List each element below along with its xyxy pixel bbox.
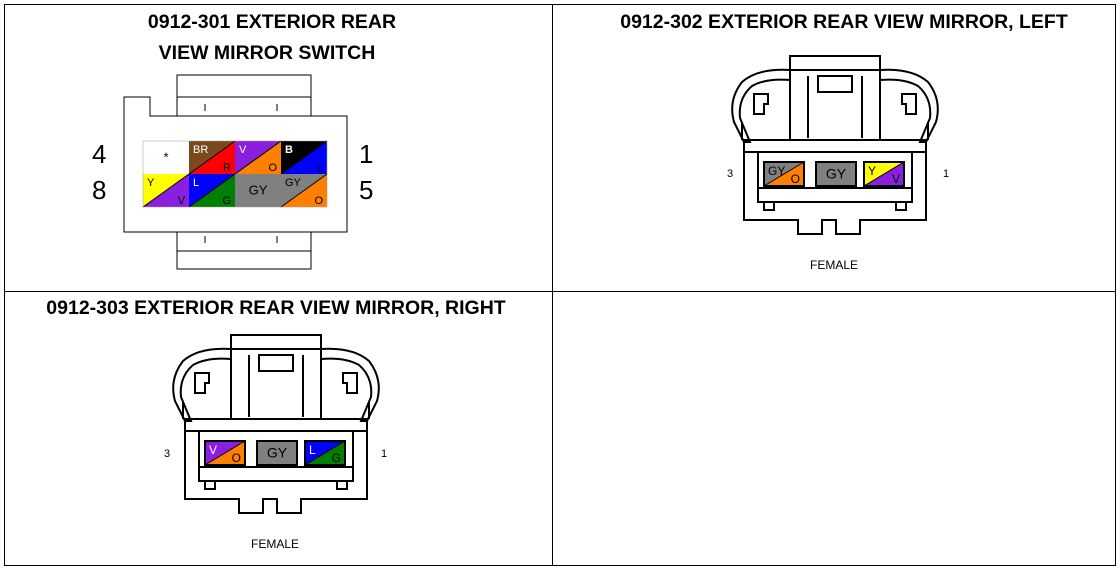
right-mirror-pin-1: LG: [304, 440, 346, 466]
switch-pin-6: GY: [235, 174, 281, 207]
grid-border-right: [1115, 4, 1116, 566]
switch-pin-4-label: *: [163, 150, 168, 165]
switch-pin-5: GY O: [280, 173, 328, 208]
right-mirror-latch-rails: [248, 355, 304, 417]
right-mirror-pin-2: GY: [256, 440, 298, 466]
right-mirror-shroud-top: [184, 418, 368, 432]
right-mirror-pin-1-bottom-label: G: [332, 451, 341, 465]
right-mirror-left-clip-outer: [172, 347, 232, 422]
left-mirror-shroud-body: [743, 152, 927, 235]
right-mirror-pin-right-label: 1: [381, 448, 388, 460]
left-mirror-pin-3: GY O: [763, 161, 805, 187]
right-mirror-left-clip-tab: [194, 372, 210, 394]
grid-border-left: [4, 4, 5, 566]
switch-pin-label-bottom-left: 8: [92, 175, 107, 205]
left-mirror-pin-3-bottom-label: O: [791, 172, 800, 186]
left-mirror-latch-rails: [807, 76, 863, 138]
switch-pin-1-bottom-label: L: [317, 162, 323, 174]
switch-pin-label-bottom-right: 5: [359, 175, 374, 205]
switch-pin-7-top-label: L: [193, 177, 199, 189]
switch-pin-3-bottom-label: R: [223, 162, 231, 174]
left-mirror-pin-2-fill: [816, 162, 856, 186]
left-mirror-pin-2-label: GY: [826, 166, 847, 182]
right-mirror-pin-cavity: [198, 431, 354, 482]
switch-pin-7-bottom-label: G: [222, 195, 231, 207]
switch-pin-6-label: GY: [249, 183, 268, 198]
switch-pin-label-top-right: 1: [359, 139, 374, 169]
switch-pin-8-top-label: Y: [147, 177, 155, 189]
left-mirror-pin-right-label: 1: [943, 168, 950, 180]
switch-pin-3: BR R: [188, 140, 236, 175]
left-mirror-shroud-top: [743, 139, 927, 153]
right-mirror-pin-3: VO: [204, 440, 246, 466]
right-mirror-right-clip-tab: [342, 372, 358, 394]
switch-pin-8-bottom-label: V: [178, 195, 186, 207]
switch-pin-2-bottom-label: O: [268, 162, 277, 174]
left-mirror-pin-1-bottom-label: V: [892, 172, 900, 186]
left-mirror-pin-1: YV: [863, 161, 905, 187]
switch-pin-1-top-label: B: [285, 144, 293, 156]
left-mirror-right-clip-tab: [901, 93, 917, 115]
grid-divider-vertical: [552, 4, 553, 566]
left-mirror-latch-window: [817, 75, 853, 93]
left-mirror-pin-left-label: 3: [727, 168, 734, 180]
right-mirror-pin-3-bottom-label: O: [232, 451, 241, 465]
switch-pin-5-top-label: GY: [285, 177, 302, 189]
grid-divider-horizontal: [4, 291, 1116, 292]
right-mirror-pin-1-top-label: L: [309, 443, 316, 457]
right-mirror-shroud-body: [184, 431, 368, 514]
left-mirror-left-clip-tab: [753, 93, 769, 115]
right-mirror-title: 0912-303 EXTERIOR REAR VIEW MIRROR, RIGH…: [46, 297, 506, 319]
right-mirror-side-posts: [182, 401, 370, 419]
switch-pin-1: BL: [280, 140, 328, 175]
right-mirror-guides: [204, 481, 348, 490]
left-mirror-guides: [763, 202, 907, 211]
left-mirror-side-posts: [741, 122, 929, 140]
left-mirror-pin-2: GY: [815, 161, 857, 187]
right-mirror-pin-3-top-label: V: [209, 443, 217, 457]
switch-pin-3-top-label: BR: [193, 144, 208, 156]
switch-pin-4-fill: [143, 141, 189, 174]
switch-pin-8: YV: [142, 173, 190, 208]
switch-pin-6-fill: [235, 174, 281, 207]
right-mirror-right-clip-outer: [320, 347, 380, 422]
right-mirror-pin-2-label: GY: [267, 445, 288, 461]
switch-pin-7: LG: [188, 173, 236, 208]
left-mirror-pin-1-top-label: Y: [868, 164, 876, 178]
left-mirror-title: 0912-302 EXTERIOR REAR VIEW MIRROR, LEFT: [620, 11, 1068, 33]
right-mirror-pin-2-fill: [257, 441, 297, 465]
left-mirror-latch-block: [789, 55, 881, 141]
right-mirror-pin-left-label: 3: [164, 448, 171, 460]
left-mirror-left-clip-outer: [731, 68, 791, 143]
switch-pin-4: *: [143, 141, 189, 174]
switch-title-line1: 0912-301 EXTERIOR REAR: [147, 11, 397, 33]
right-mirror-latch-block: [230, 334, 322, 420]
switch-title-line2: VIEW MIRROR SWITCH: [158, 42, 376, 64]
right-mirror-gender-label: FEMALE: [251, 537, 300, 551]
left-mirror-right-clip-outer: [879, 68, 939, 143]
switch-pin-2-top-label: V: [239, 144, 247, 156]
switch-pin-2: VO: [234, 140, 282, 175]
right-mirror-latch-window: [258, 354, 294, 372]
grid-border-bottom: [4, 565, 1116, 566]
switch-pin-5-bottom-label: O: [314, 195, 323, 207]
left-mirror-pin-cavity: [757, 152, 913, 203]
left-mirror-gender-label: FEMALE: [810, 258, 859, 272]
switch-pin-label-top-left: 4: [92, 139, 107, 169]
left-mirror-pin-3-top-label: GY: [768, 164, 785, 178]
grid-border-top: [4, 4, 1116, 5]
